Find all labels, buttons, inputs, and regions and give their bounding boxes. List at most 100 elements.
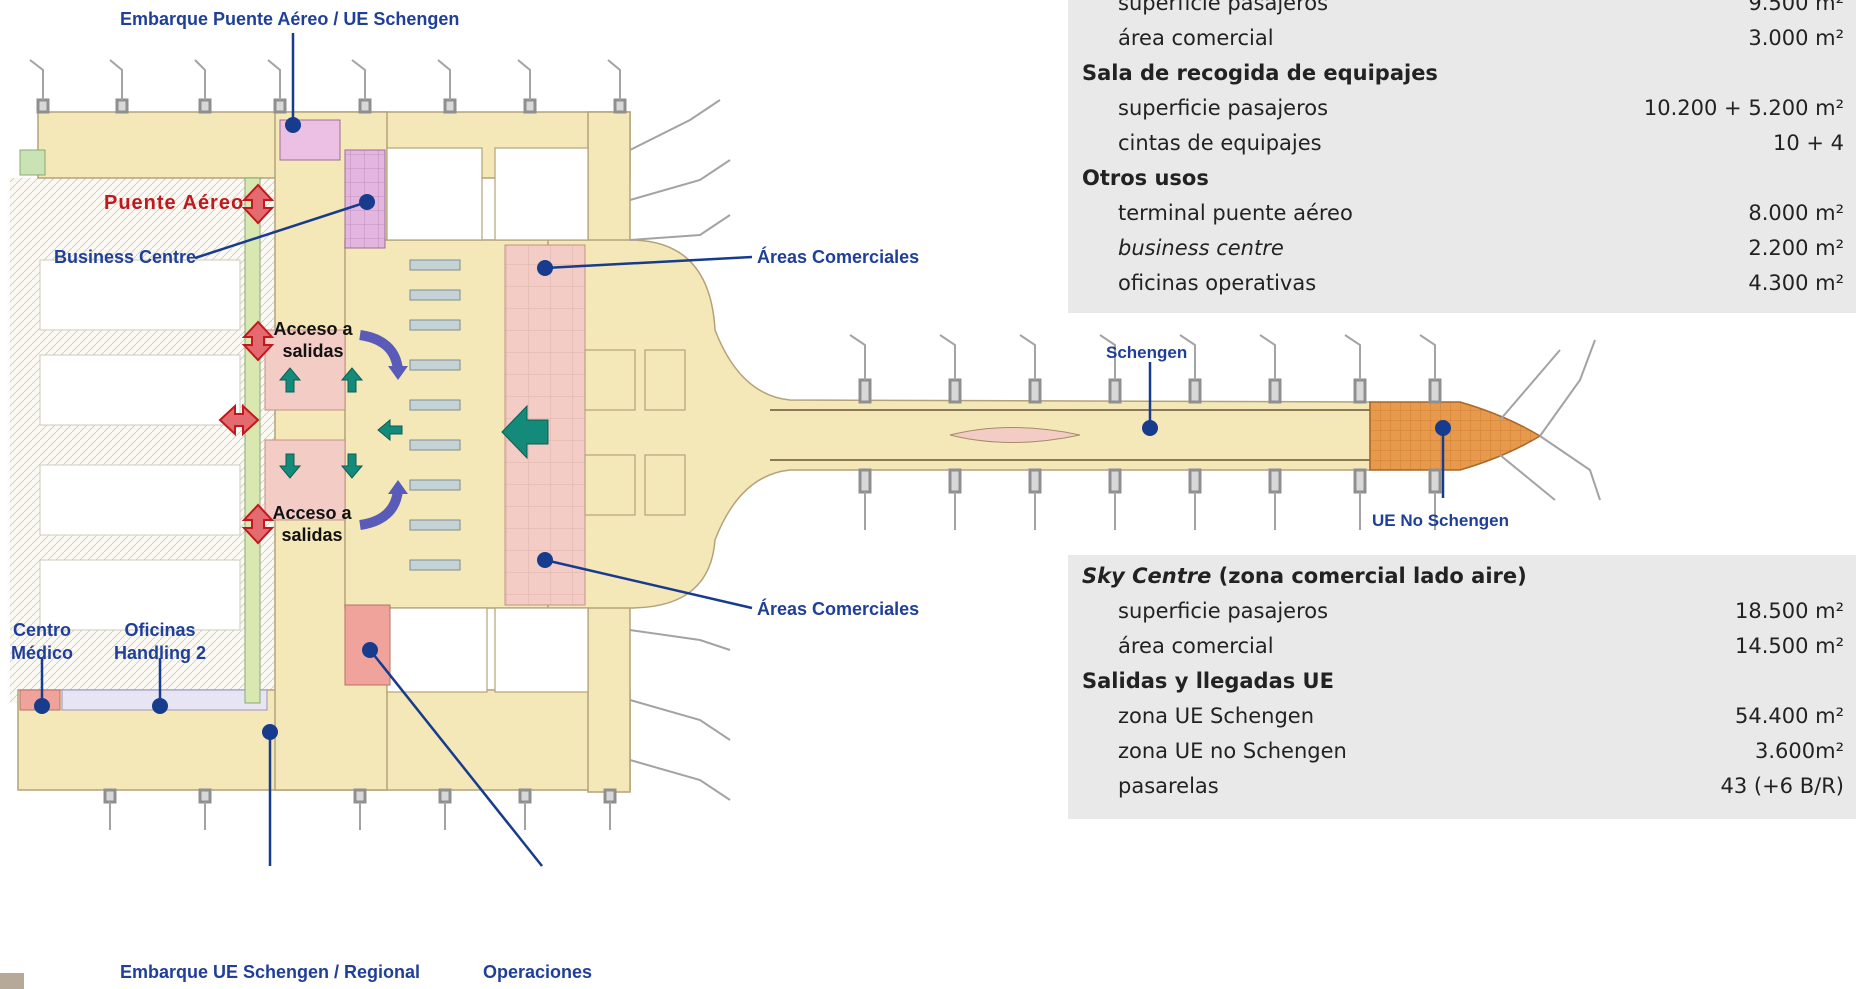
stat-row: zona UE Schengen 54.400 m²: [1068, 699, 1856, 734]
arrow-up-icon: [340, 367, 364, 393]
sky-centre-title: Sky Centre: [1082, 564, 1212, 588]
courtyard: [494, 147, 589, 241]
red-arrows: [218, 183, 275, 545]
stat-value: 18.500 m²: [1734, 599, 1844, 623]
stat-row: pasarelas 43 (+6 B/R): [1068, 769, 1856, 804]
check-in-counter: [409, 479, 461, 491]
stat-row: cintas de equipajes 10 + 4: [1068, 126, 1856, 161]
stats-panel-bottom: Sky Centre (zona comercial lado aire) su…: [1068, 555, 1856, 819]
arrow-left-icon: [501, 404, 549, 460]
stat-value: 10.200 + 5.200 m²: [1643, 96, 1844, 120]
callout-dot: [262, 724, 278, 740]
stat-row: área comercial 14.500 m²: [1068, 629, 1856, 664]
stat-label: zona UE no Schengen: [1118, 739, 1347, 763]
sky-centre-island: [644, 349, 686, 411]
stat-label: superficie pasajeros: [1118, 96, 1329, 120]
stat-value: 43 (+6 B/R): [1720, 774, 1845, 798]
stat-value: 3.000 m²: [1748, 26, 1844, 50]
business-centre-zone: [344, 149, 386, 249]
stat-label: área comercial: [1118, 26, 1274, 50]
label-line: salidas: [282, 341, 344, 361]
stat-value: 14.500 m²: [1734, 634, 1844, 658]
double-arrow-icon: [241, 183, 275, 225]
check-in-counter: [409, 289, 461, 301]
stat-value: 2.200 m²: [1748, 236, 1844, 260]
teal-arrows: [278, 367, 549, 479]
commercial-zone: [264, 439, 346, 521]
stat-row: superficie pasajeros 10.200 + 5.200 m²: [1068, 91, 1856, 126]
label-areas-comerciales-top: Áreas Comerciales: [757, 247, 920, 267]
parking-block: [39, 559, 241, 631]
label-line: Acceso a: [273, 319, 353, 339]
label-acceso-salidas-bottom: Acceso a salidas: [270, 502, 354, 546]
double-arrow-icon: [241, 320, 275, 362]
stat-value: 10 + 4: [1772, 131, 1844, 155]
label-line: Médico: [10, 643, 73, 663]
stat-value: 4.300 m²: [1748, 271, 1844, 295]
stat-value: 9.500 m²: [1748, 0, 1844, 15]
callout-dot: [285, 117, 301, 133]
callout-dot: [359, 194, 375, 210]
stat-row: business centre 2.200 m²: [1068, 231, 1856, 266]
stat-label: business centre: [1118, 236, 1284, 260]
arrow-left-icon: [377, 418, 403, 442]
check-in-counter: [409, 439, 461, 451]
stat-label: área comercial: [1118, 634, 1274, 658]
stat-section-heading: Sky Centre (zona comercial lado aire): [1068, 559, 1856, 594]
stat-row: superficie pasajeros 18.500 m²: [1068, 594, 1856, 629]
check-in-counter: [409, 259, 461, 271]
label-centro-medico: Centro Médico: [7, 619, 77, 665]
label-line: salidas: [281, 525, 343, 545]
check-in-counter: [409, 359, 461, 371]
callout-dot: [362, 642, 378, 658]
label-ue-no-schengen: UE No Schengen: [1372, 511, 1509, 530]
stat-section-heading: Sala de recogida de equipajes: [1082, 61, 1438, 85]
label-line: Handling 2: [113, 643, 206, 663]
commercial-zone: [264, 329, 346, 411]
arrow-down-icon: [278, 453, 302, 479]
callout-lines: [40, 33, 1445, 867]
label-oficinas-handling: Oficinas Handling 2: [98, 619, 222, 665]
landside-zone: [19, 149, 46, 176]
sky-centre-island: [584, 454, 636, 516]
label-embarque-ue-schengen-regional: Embarque UE Schengen / Regional: [120, 962, 421, 982]
double-arrow-icon: [241, 503, 275, 545]
arrow-head-icon: [388, 480, 408, 494]
stat-value: 8.000 m²: [1748, 201, 1844, 225]
label-line: Acceso a: [272, 503, 352, 523]
stat-label: zona UE Schengen: [1118, 704, 1315, 728]
check-in-counter: [409, 319, 461, 331]
callout-dot: [152, 698, 168, 714]
sky-centre-island: [644, 454, 686, 516]
landside-strip: [244, 177, 261, 704]
stat-label: cintas de equipajes: [1118, 131, 1322, 155]
parking-block: [39, 259, 241, 331]
stat-label: oficinas operativas: [1118, 271, 1317, 295]
arrow-up-icon: [278, 367, 302, 393]
courtyard: [386, 607, 488, 693]
double-arrow-icon: [218, 403, 260, 437]
callout-dot: [1435, 420, 1451, 436]
sky-centre-island: [584, 349, 636, 411]
label-embarque-puente-aereo: Embarque Puente Aéreo / UE Schengen: [120, 9, 460, 29]
stat-label: superficie pasajeros: [1118, 599, 1329, 623]
stat-label: pasarelas: [1118, 774, 1219, 798]
parking-block: [39, 354, 241, 426]
stat-row: oficinas operativas 4.300 m²: [1068, 266, 1856, 301]
check-in-counter: [409, 559, 461, 571]
non-schengen-zone: [1369, 401, 1542, 471]
curved-arrow-icon: [359, 489, 403, 530]
callout-dot: [1142, 420, 1158, 436]
purple-arrows: [359, 330, 403, 530]
stat-value: 54.400 m²: [1734, 704, 1844, 728]
courtyard: [386, 147, 483, 241]
check-in-counter: [409, 519, 461, 531]
label-line: Oficinas: [124, 620, 196, 640]
arrow-head-icon: [388, 366, 408, 380]
corner-marker: [0, 973, 24, 989]
